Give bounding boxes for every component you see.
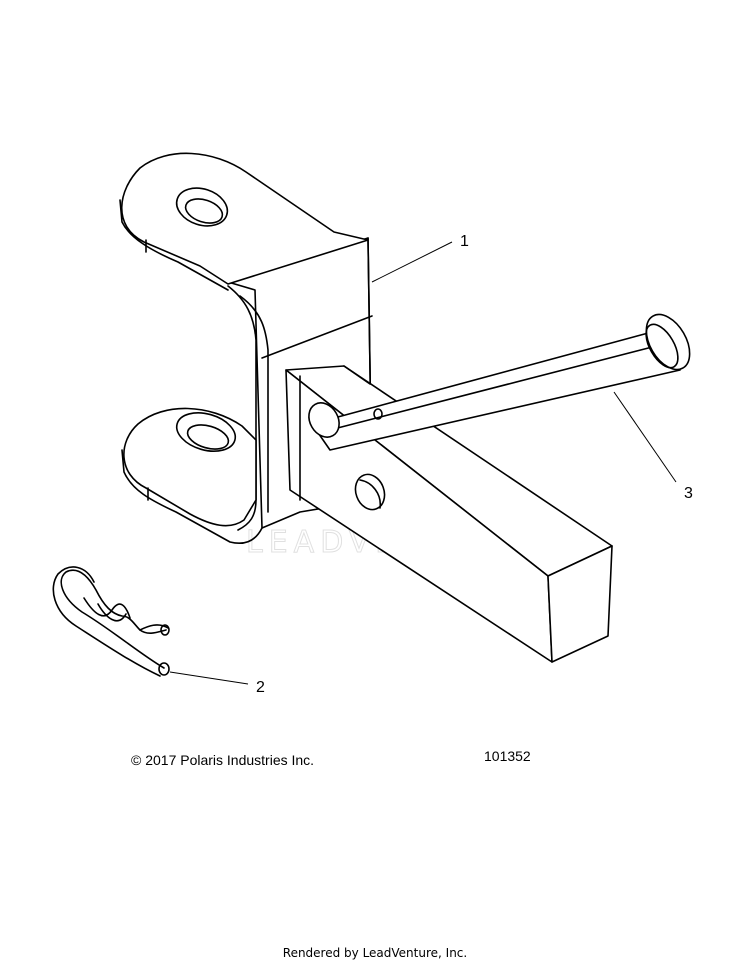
part-hitch-bracket	[119, 152, 613, 663]
pin-tip	[308, 402, 340, 438]
bracket-top-ear	[121, 152, 369, 285]
callout-2: 2	[256, 679, 265, 696]
bracket-bottom-ear-edge	[121, 449, 263, 544]
leader-line-2	[169, 671, 249, 685]
bracket-bottom-hole	[175, 412, 237, 452]
bracket-top-ear-edge	[119, 199, 229, 291]
leader-line-1	[371, 241, 453, 283]
bracket-bottom-ear	[123, 407, 257, 527]
leader-line-3	[613, 391, 677, 483]
callout-1: 1	[460, 233, 469, 250]
bracket-side-bend	[227, 285, 257, 531]
hitch-shank-end	[547, 545, 613, 663]
clip-inner-loop	[52, 566, 161, 677]
part-hitch-clip	[52, 566, 170, 677]
copyright-notice: © 2017 Polaris Industries Inc.	[131, 752, 315, 768]
clip-outer-loop	[60, 569, 167, 669]
footer-credit: Rendered by LeadVenture, Inc.	[282, 946, 468, 960]
pin-cross-hole	[373, 408, 383, 420]
clip-end-cap	[158, 662, 170, 676]
pin-head	[645, 313, 691, 371]
figure-number: 101352	[484, 748, 531, 764]
bracket-top-hole	[175, 187, 229, 227]
part-clevis-pin	[308, 313, 691, 451]
hitch-pin-hole	[354, 473, 386, 511]
callout-3: 3	[684, 485, 693, 502]
